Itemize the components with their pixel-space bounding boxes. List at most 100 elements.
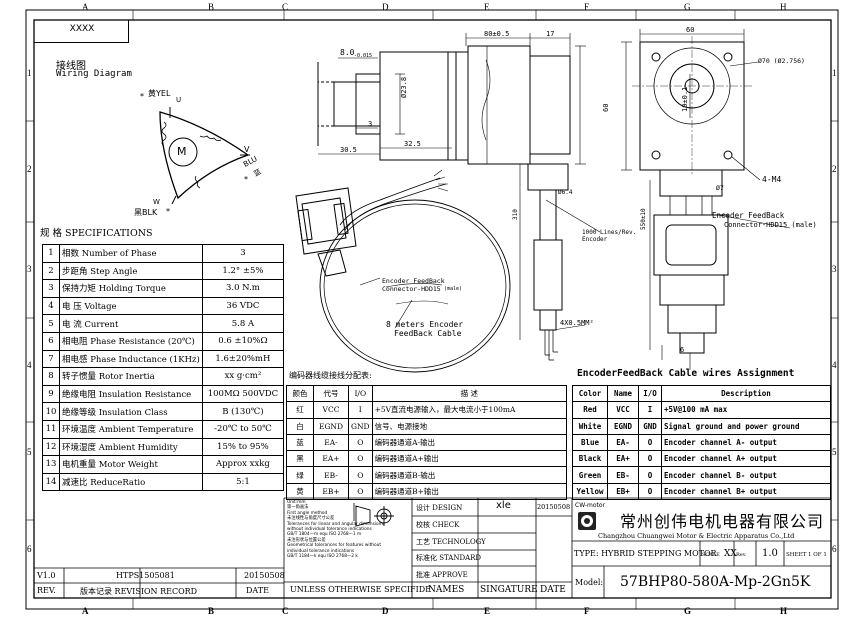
zone-letter-a-bottom: A [82,606,89,616]
phase-v-star: * [244,175,248,184]
enc-en-cell: Encoder channel B- output [661,466,831,484]
enc-en-cell: Green [572,466,608,484]
spec-value: 5.8 A [201,314,285,333]
callout-encoder: Encoder [582,236,608,243]
spec-name: 电 流 Current [59,314,203,333]
callout-connector-left-1: Encoder FeedBack [382,277,445,285]
spec-value: 1.2° ±5% [201,261,285,281]
enc-en-cell: EB+ [607,482,639,501]
tb-design-date: 20150508 [537,503,571,511]
spec-value: B (130℃) [201,402,285,421]
callout-leaders [359,277,413,329]
rev-label: REV. [37,586,56,595]
enc-en-title: EncoderFeedBack Cable wires Assignment [577,368,795,379]
enc-en-cell: +5V@100 mA max [661,401,831,419]
spec-value: 3.0 N.m [201,279,285,298]
zone-letter-c: C [282,2,289,12]
dim-310: 310 [512,209,519,220]
callout-connector-left-3: (male) [444,286,463,292]
spec-no: 9 [42,384,60,404]
dim-305: 30.5 [340,146,357,154]
tolerance-note-line: 第一角画法 [287,505,309,511]
enc-en-cell: O [638,466,662,484]
enc-en-cell: Encoder channel A+ output [661,450,831,468]
spec-no: 13 [42,455,60,474]
enc-en-cell: GND [638,417,662,435]
dim-238: Ø23.8 [400,76,408,98]
rev-date: 20150508 [244,571,285,580]
motor-symbol [168,137,198,167]
enc-cn-cell: VCC [313,401,349,419]
spec-name: 减速比 ReduceRatio [59,472,203,492]
spec-no: 6 [42,331,60,351]
zone-num-6-right: 6 [832,544,837,554]
zone-num-2-right: 2 [832,164,837,174]
drawing-number: XXXX [69,24,95,34]
spec-name: 绝缘等级 Insulation Class [59,402,203,421]
enc-cn-cell: EB+ [313,482,349,501]
spec-no: 7 [42,349,60,369]
enc-cn-cell: 白 [286,417,314,435]
spec-no: 4 [42,296,60,316]
spec-value: 15% to 95% [201,437,285,457]
enc-cn-cell: +5V直流电源输入，最大电流小于100mA [371,401,568,419]
spec-name: 相数 Number of Phase [59,244,203,263]
enc-cn-cell: 绿 [286,466,314,484]
phase-w-star: * [166,207,170,216]
dim-550: 550±10 [640,208,647,230]
zone-letter-h: H [780,2,787,12]
zone-letter-d: D [382,2,389,12]
enc-en-cell: Blue [572,433,608,452]
tb-scale: XX [724,549,737,559]
tolerance-note-line: 未注线性与角度尺寸公差 [287,516,335,522]
spec-name: 电机重量 Motor Weight [59,455,203,474]
enc-cn-cell: 编码器通道B-输出 [371,466,568,484]
sheet-frame [25,9,839,610]
cw-logo-text: CW-motor [575,502,606,509]
callout-connector-left-2: Connector-HDD15 [382,285,441,293]
zone-ticks [26,10,838,609]
zone-letter-d-bottom: D [382,606,389,616]
tb-rev-label: Rev. [736,552,747,558]
zone-num-2: 2 [27,164,32,174]
zone-num-3-right: 3 [832,264,837,274]
enc-en-head-color: Color [572,384,608,403]
tolerance-note-line: GB/T 1184—k equ ISO 2768—2 k [287,554,358,560]
zone-letter-g: G [684,2,691,12]
callout-encoder-lines: 1000 Lines/Rev. [582,229,637,236]
tb-sheet: SHEET 1 OF 1 [786,552,827,558]
tb-rev-value: 1.0 [762,548,778,559]
callout-connector-right-1: Encoder FeedBack [712,211,785,220]
enc-cn-cell: EA- [313,433,349,452]
tolerance-note-line: First angle method [287,510,328,516]
enc-en-cell: O [638,433,662,452]
enc-cn-cell: 编码器通道A+输出 [371,450,568,468]
spec-name: 保持力矩 Holding Torque [59,279,203,298]
enc-en-cell: O [638,450,662,468]
enc-en-cell: EGND [607,417,639,435]
zone-letter-a: A [82,2,89,12]
spec-no: 11 [42,419,60,439]
left-connector [295,187,357,277]
dim-60-top: 60 [686,26,695,34]
dim-8: 8.0 [340,48,355,57]
dim-60-side: 60 [602,103,610,112]
tb-design-name: xle [496,500,511,511]
spec-no: 14 [42,472,60,492]
dim-17: 17 [546,30,555,38]
dim-64: Ø6.4 [558,189,573,196]
tb-scale-label: SCALE [702,552,720,558]
enc-cn-cell: 蓝 [286,433,314,452]
